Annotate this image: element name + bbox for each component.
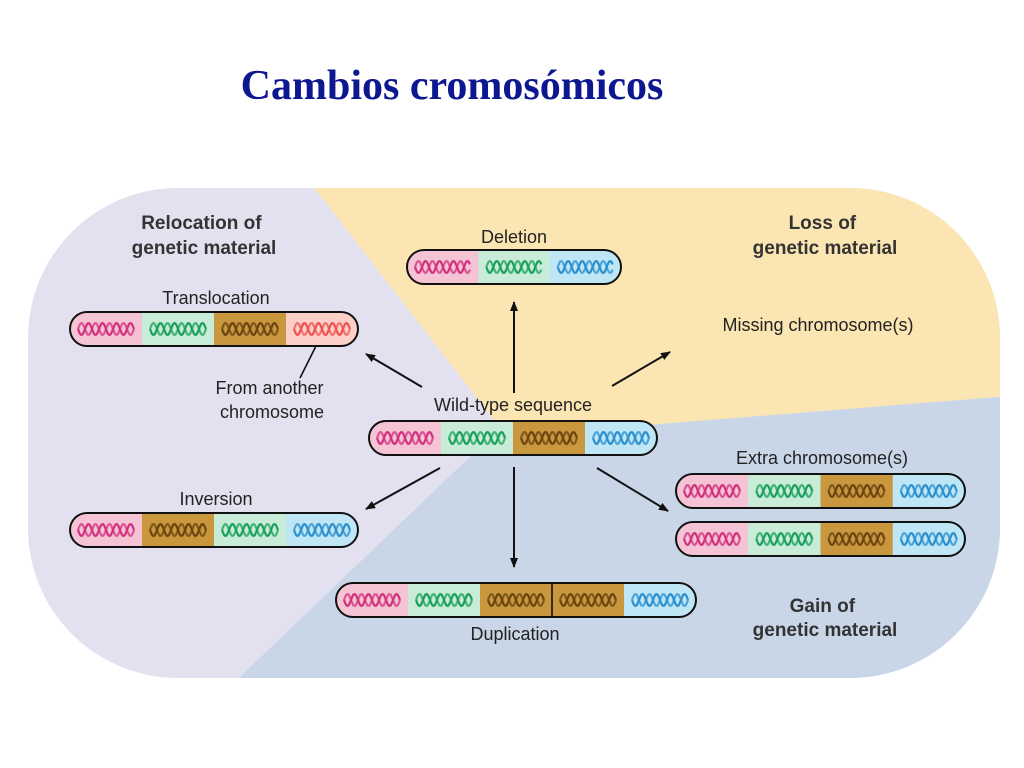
duplication-segment-green (408, 583, 481, 617)
from-another-chromosome-label: From another chromosome (215, 378, 328, 422)
arrow-to-extra (596, 467, 669, 512)
translocation-chromosome (69, 311, 359, 347)
wild-type-segment-green (441, 421, 514, 455)
from-another-pointer (299, 341, 319, 379)
translocation-segment-pink (70, 312, 143, 346)
extra-chromosome-label: Extra chromosome(s) (736, 448, 908, 468)
duplication-segment-blue (624, 583, 696, 617)
deletion-chromosome (406, 249, 622, 285)
extra-1-segment-blue (892, 474, 965, 508)
deletion-segment-green (478, 250, 551, 284)
arrows (365, 301, 671, 568)
loss-region-label: Loss of genetic material (753, 213, 898, 259)
inversion-segment-blue (286, 513, 358, 547)
extra-1-segment-pink (676, 474, 749, 508)
extra-chromosome-1 (675, 473, 966, 509)
extra-chromosome-2 (675, 521, 966, 557)
duplication-segment-gold (552, 583, 625, 617)
extra-1-segment-gold (820, 474, 894, 508)
inversion-segment-pink (70, 513, 143, 547)
inversion-segment-gold (142, 513, 215, 547)
wild-type-segment-blue (585, 421, 657, 455)
inversion-chromosome (69, 512, 359, 548)
extra-2-segment-green (748, 522, 821, 556)
deletion-segment-blue (549, 250, 621, 284)
duplication-chromosome (335, 582, 697, 618)
arrow-to-inversion (365, 467, 441, 510)
slide-title: Cambios cromosómicos (240, 63, 664, 109)
duplication-segment-gold (480, 583, 553, 617)
extra-2-segment-gold (820, 522, 894, 556)
wild-type-segment-pink (369, 421, 442, 455)
deletion-segment-pink (407, 250, 479, 284)
loss-region (285, 188, 1000, 428)
duplication-label: Duplication (470, 624, 559, 644)
inversion-label: Inversion (179, 489, 252, 509)
duplication-segment-pink (336, 583, 409, 617)
wild-type-label: Wild-type sequence (434, 395, 592, 415)
wild-type-segment-gold (513, 421, 586, 455)
arrow-to-missing (611, 351, 671, 387)
translocation-segment-gold (214, 312, 287, 346)
deletion-label: Deletion (481, 227, 547, 247)
missing-chromosome-label: Missing chromosome(s) (722, 315, 913, 335)
translocation-segment-salmon (286, 312, 358, 346)
relocation-region-label: Relocation of genetic material (132, 213, 277, 259)
wild-type-chromosome (368, 420, 658, 456)
extra-1-segment-green (748, 474, 821, 508)
arrow-to-translocation (365, 353, 423, 388)
translocation-label: Translocation (162, 288, 269, 308)
inversion-segment-green (214, 513, 287, 547)
extra-2-segment-blue (892, 522, 965, 556)
extra-2-segment-pink (676, 522, 749, 556)
gain-region-label: Gain of genetic material (753, 596, 898, 641)
translocation-segment-green (142, 312, 215, 346)
